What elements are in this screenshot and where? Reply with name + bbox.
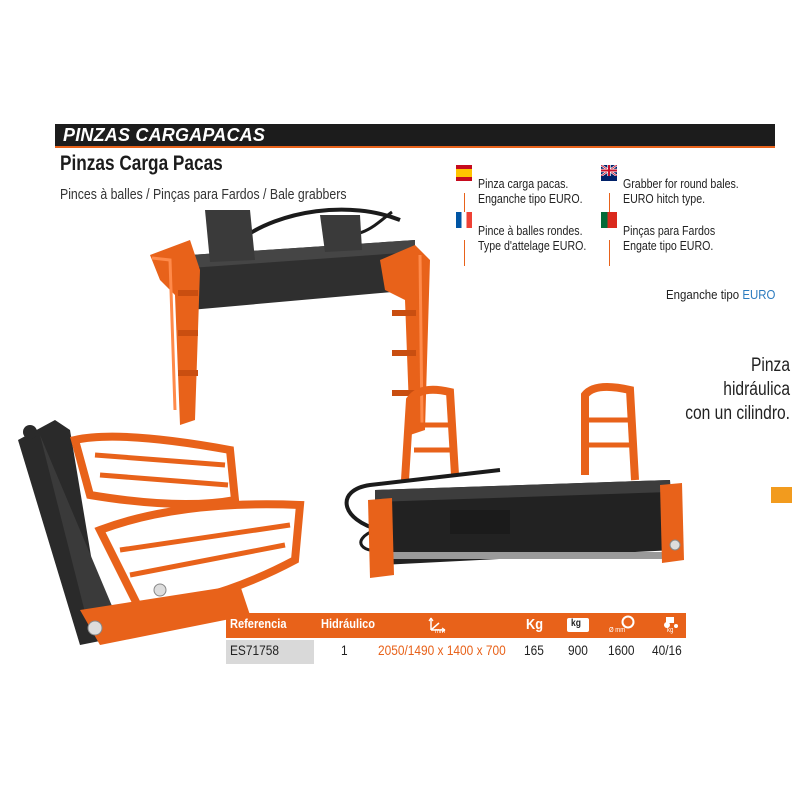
load-capacity-label: kg bbox=[571, 618, 581, 629]
dimensions-unit: mm bbox=[435, 628, 445, 635]
bale-grabber-front-image bbox=[150, 207, 430, 435]
bale-grabber-rear-image bbox=[344, 382, 684, 578]
bale-grabber-side-image bbox=[18, 420, 305, 645]
description-line: Grabber for round bales. bbox=[623, 177, 739, 191]
description-pt: Pinças para Fardos Engate tipo EURO. bbox=[601, 210, 731, 266]
cell-tractor: 40/16 bbox=[652, 642, 682, 658]
reference-cell-bg bbox=[226, 640, 314, 664]
product-subtitle: Pinces à balles / Pinças para Fardos / B… bbox=[60, 186, 347, 203]
description-line: Enganche tipo EURO. bbox=[478, 192, 583, 206]
col-hydraulic: Hidráulico bbox=[321, 616, 376, 631]
description-line: Pinças para Fardos bbox=[623, 224, 716, 238]
cell-bale-diameter: 1600 bbox=[608, 642, 635, 658]
feature-line: Pinza hidráulica bbox=[723, 355, 790, 400]
hitch-value: EURO bbox=[742, 287, 776, 302]
dimensions-icon bbox=[426, 615, 450, 640]
spain-flag-icon bbox=[456, 165, 472, 181]
table-row: ES71758 1 2050/1490 x 1400 x 700 165 900… bbox=[226, 640, 686, 664]
uk-flag-icon bbox=[601, 165, 617, 181]
tractor-power-unit: kg bbox=[667, 627, 674, 634]
tractor-power-icon bbox=[662, 615, 680, 634]
cell-weight: 165 bbox=[524, 642, 544, 658]
description-gb-text: Grabber for round bales. EURO hitch type… bbox=[623, 177, 739, 219]
header-divider bbox=[55, 146, 775, 148]
description-line: Engate tipo EURO. bbox=[623, 239, 714, 253]
bale-diameter-unit: Ø mm bbox=[609, 627, 626, 634]
cell-capacity: 900 bbox=[568, 642, 588, 658]
hitch-type: Enganche tipo EURO bbox=[666, 287, 775, 302]
description-line: Type d'attelage EURO. bbox=[478, 239, 587, 253]
page-side-tab bbox=[771, 487, 792, 503]
description-fr-text: Pince à balles rondes. Type d'attelage E… bbox=[478, 224, 586, 266]
portugal-flag-icon bbox=[601, 212, 617, 228]
divider bbox=[463, 193, 465, 219]
category-title: PINZAS CARGAPACAS bbox=[63, 125, 266, 145]
divider bbox=[608, 193, 610, 219]
feature-line: con un cilindro. bbox=[685, 403, 790, 424]
divider bbox=[608, 240, 610, 266]
bale-diameter-icon bbox=[618, 615, 638, 634]
description-pt-text: Pinças para Fardos Engate tipo EURO. bbox=[623, 224, 715, 266]
description-es: Pinza carga pacas. Enganche tipo EURO. bbox=[456, 163, 601, 219]
spec-table-header: Referencia Hidráulico mm Kg kg Ø mm bbox=[226, 613, 686, 638]
hitch-label: Enganche tipo bbox=[666, 287, 740, 302]
divider bbox=[463, 240, 465, 266]
description-gb: Grabber for round bales. EURO hitch type… bbox=[601, 163, 759, 219]
description-es-text: Pinza carga pacas. Enganche tipo EURO. bbox=[478, 177, 583, 219]
france-flag-icon bbox=[456, 212, 472, 228]
load-capacity-icon bbox=[566, 616, 590, 639]
cell-hydraulic: 1 bbox=[341, 642, 348, 658]
cell-dimensions: 2050/1490 x 1400 x 700 bbox=[378, 642, 506, 658]
description-fr: Pince à balles rondes. Type d'attelage E… bbox=[456, 210, 605, 266]
cell-reference: ES71758 bbox=[230, 642, 279, 658]
description-line: Pinza carga pacas. bbox=[478, 177, 569, 191]
col-reference: Referencia bbox=[230, 616, 287, 631]
product-title: Pinzas Carga Pacas bbox=[60, 152, 223, 175]
description-line: EURO hitch type. bbox=[623, 192, 706, 206]
description-line: Pince à balles rondes. bbox=[478, 224, 583, 238]
category-bar: PINZAS CARGAPACAS bbox=[55, 124, 775, 146]
col-weight: Kg bbox=[526, 616, 543, 633]
feature-note: Pinza hidráulica con un cilindro. bbox=[683, 354, 790, 426]
